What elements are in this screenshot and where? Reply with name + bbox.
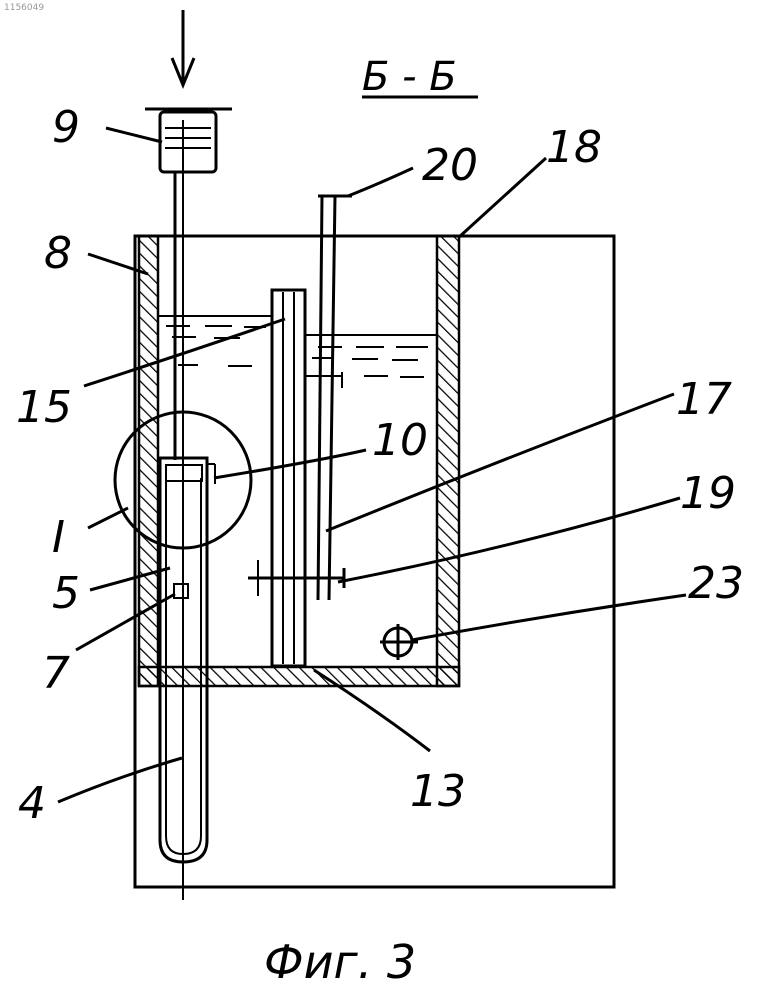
feed-arrow [172, 10, 194, 85]
label-5: 5 [52, 568, 80, 619]
element-7 [174, 584, 188, 598]
label-4: 4 [18, 778, 46, 829]
label-8: 8 [44, 228, 72, 279]
label-17: 17 [676, 374, 732, 425]
label-9: 9 [52, 102, 80, 153]
label-7: 7 [42, 648, 70, 699]
label-I: I [52, 512, 65, 563]
probe-20 [318, 196, 352, 600]
label-15: 15 [16, 382, 72, 433]
label-18: 18 [546, 122, 602, 173]
label-23: 23 [688, 558, 744, 609]
section-title: Б - Б [362, 54, 457, 100]
label-10: 10 [372, 415, 428, 466]
label-20: 20 [422, 140, 478, 191]
rod-15 [272, 290, 305, 666]
label-19: 19 [680, 468, 736, 519]
corner-mark: 1156049 [4, 3, 44, 13]
figure-caption: Фиг. 3 [264, 935, 416, 989]
label-13: 13 [410, 766, 466, 817]
valve-23 [380, 624, 418, 660]
